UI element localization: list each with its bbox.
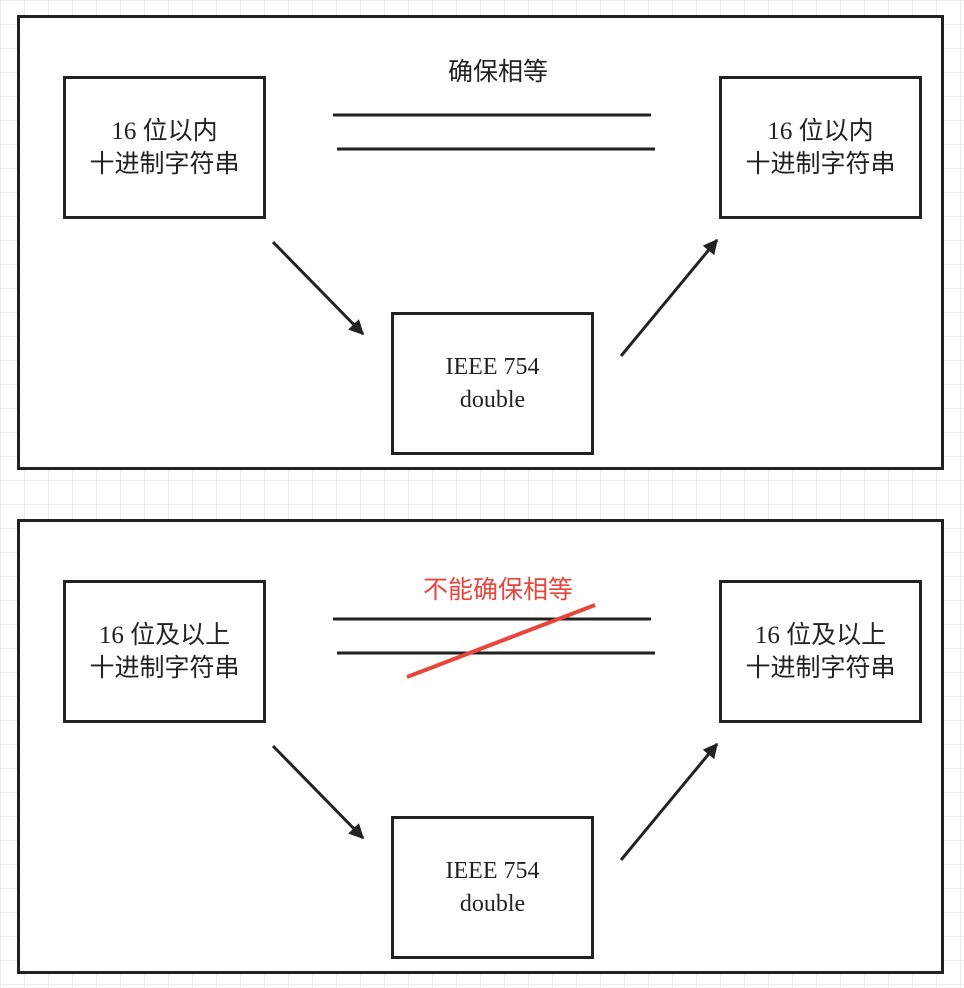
- target-type-label: 十进制字符串: [745, 150, 896, 178]
- arrow-source-to-double: [271, 240, 365, 336]
- source-type-label: 十进制字符串: [89, 150, 240, 178]
- ieee754-double-box: IEEE 754 double: [391, 312, 594, 455]
- arrow-double-to-target: [619, 742, 719, 861]
- target-type-label: 十进制字符串: [745, 654, 896, 682]
- ieee754-double-box: IEEE 754 double: [391, 816, 594, 959]
- source-decimal-string-box: 16 位以内 十进制字符串: [63, 76, 266, 219]
- source-type-label: 十进制字符串: [89, 654, 240, 682]
- target-length-label: 16 位及以上: [754, 621, 887, 649]
- arrow-source-to-double: [271, 744, 365, 840]
- diagram-panel-equal: 确保相等 16 位以内 十进制字符串 IEEE 754 double 16 位以…: [17, 15, 944, 470]
- inequality-label: 不能确保相等: [422, 577, 573, 604]
- target-decimal-string-box: 16 位及以上 十进制字符串: [719, 580, 922, 723]
- strike-through-line: [406, 603, 596, 679]
- source-decimal-string-box: 16 位及以上 十进制字符串: [63, 580, 266, 723]
- source-length-label: 16 位以内: [111, 117, 218, 145]
- connectors-layer: [271, 603, 719, 861]
- double-type-label: double: [459, 386, 526, 413]
- connectors-layer: [271, 113, 719, 357]
- double-type-label: double: [459, 890, 526, 917]
- diagram-panel-not-equal: 不能确保相等 16 位及以上 十进制字符串 IEEE 754 double 16…: [17, 519, 944, 974]
- target-length-label: 16 位以内: [767, 117, 874, 145]
- source-length-label: 16 位及以上: [98, 621, 231, 649]
- equality-label: 确保相等: [447, 59, 548, 86]
- arrow-double-to-target: [619, 238, 719, 357]
- double-standard-label: IEEE 754: [445, 857, 540, 884]
- target-decimal-string-box: 16 位以内 十进制字符串: [719, 76, 922, 219]
- double-standard-label: IEEE 754: [445, 353, 540, 380]
